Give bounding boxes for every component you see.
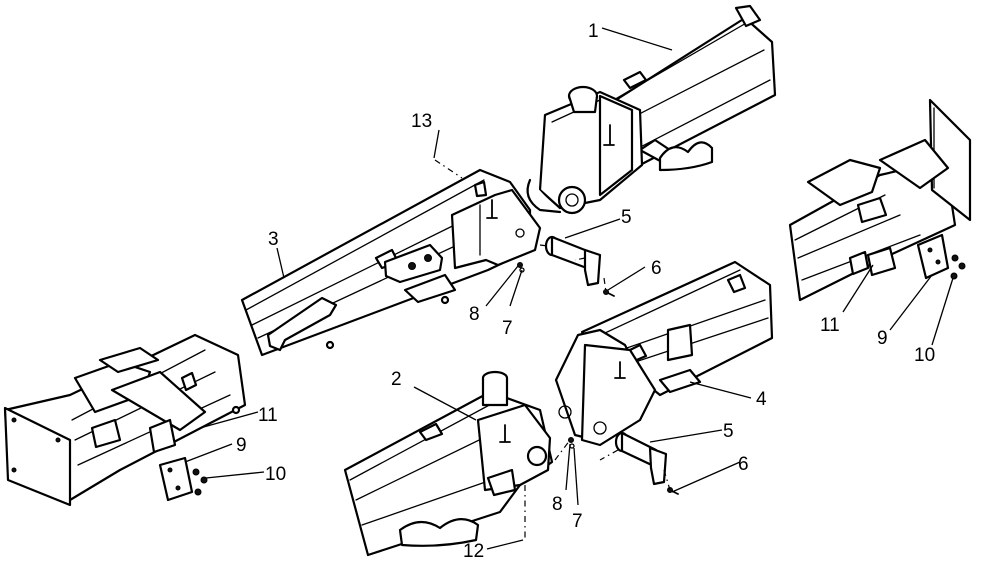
pin-5-bottom [614,431,668,486]
part-3-frame-rail-middle [240,168,542,357]
callout-11-right: 11 [820,315,840,336]
callout-13: 13 [411,111,432,132]
callout-10-right: 10 [914,345,935,366]
callout-6-bottom: 6 [738,454,749,475]
bolt-6-top [603,289,615,297]
callout-5-top: 5 [621,207,632,228]
pin-5-top [544,235,602,287]
clip-7-8-top [517,262,525,273]
callout-7-bottom: 7 [572,511,583,532]
callout-3: 3 [268,229,279,250]
part-1-frame-rail-upper [526,4,777,215]
callout-11-left: 11 [258,405,278,426]
assembly-lines [434,159,671,540]
right-end-assembly [788,98,972,302]
callout-12: 12 [463,541,484,562]
callout-9-right: 9 [877,328,888,349]
part-2-frame-rail-lower [343,370,554,557]
callout-8-bottom: 8 [552,494,563,515]
callout-7-top: 7 [502,318,513,339]
part-4-frame-rail-right [554,260,774,447]
callout-4: 4 [756,389,767,410]
callout-labels: 1 13 3 5 6 8 7 11 9 10 2 4 5 6 8 7 12 11… [236,21,935,562]
callout-1: 1 [588,21,599,42]
callout-6-top: 6 [651,258,662,279]
left-end-assembly [3,333,247,507]
callout-8-top: 8 [469,304,480,325]
callout-5-bottom: 5 [723,421,734,442]
callout-9-left: 9 [236,435,247,456]
callout-10-left: 10 [265,464,286,485]
callout-2: 2 [391,369,402,390]
leader-lines [184,27,954,550]
